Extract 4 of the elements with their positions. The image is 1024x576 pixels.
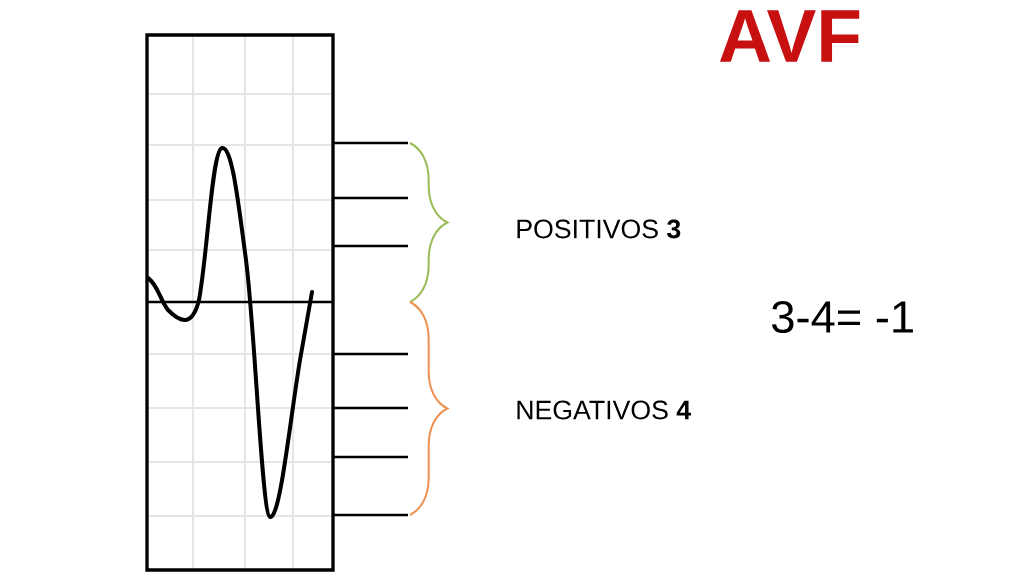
annotation-text: NEGATIVOS 4 xyxy=(517,400,691,420)
annotation-text: 3-4= -1 xyxy=(772,300,913,334)
title: AVF xyxy=(719,10,860,62)
annotation-text: POSITIVOS 3 xyxy=(517,219,681,239)
